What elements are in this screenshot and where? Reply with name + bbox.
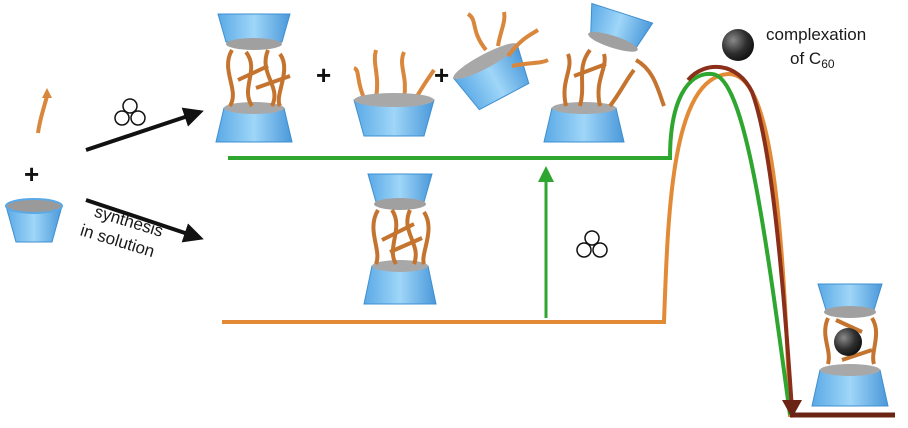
brown-energy-path bbox=[686, 64, 895, 418]
ball-mill-icon-secondary bbox=[576, 230, 608, 258]
cage-capsule-2 bbox=[543, 2, 666, 143]
complexation-label-line1: complexation bbox=[766, 25, 866, 44]
cage-with-fullerene bbox=[811, 283, 889, 407]
synthesis-label: synthesis in solution bbox=[78, 202, 165, 261]
complexation-label-text: of C bbox=[790, 49, 821, 68]
plus-sign-2: + bbox=[434, 60, 449, 90]
tilted-bowl bbox=[452, 43, 530, 111]
cage-capsule-3 bbox=[363, 173, 437, 305]
complexation-label-line2: of C60 bbox=[790, 49, 835, 71]
green-energy-path bbox=[228, 71, 792, 416]
tilted-bowl-linkers bbox=[466, 11, 549, 68]
ball-mill-arrow bbox=[85, 107, 204, 152]
complexation-subscript: 60 bbox=[821, 57, 835, 71]
plus-sign-left: + bbox=[24, 159, 39, 189]
encapsulated-fullerene-icon bbox=[834, 328, 862, 356]
fullerene-ball-icon bbox=[722, 29, 754, 61]
ball-mill-icon bbox=[114, 98, 146, 126]
plus-sign-1: + bbox=[316, 60, 331, 90]
linker-molecule-icon bbox=[36, 88, 52, 134]
brown-arrowhead bbox=[782, 400, 802, 418]
green-activation-arrow bbox=[538, 166, 554, 318]
bucket-icon bbox=[5, 198, 63, 243]
cage-capsule-1 bbox=[215, 13, 293, 143]
bowl-with-linkers bbox=[352, 49, 436, 137]
synthesis-arrow bbox=[85, 198, 204, 243]
